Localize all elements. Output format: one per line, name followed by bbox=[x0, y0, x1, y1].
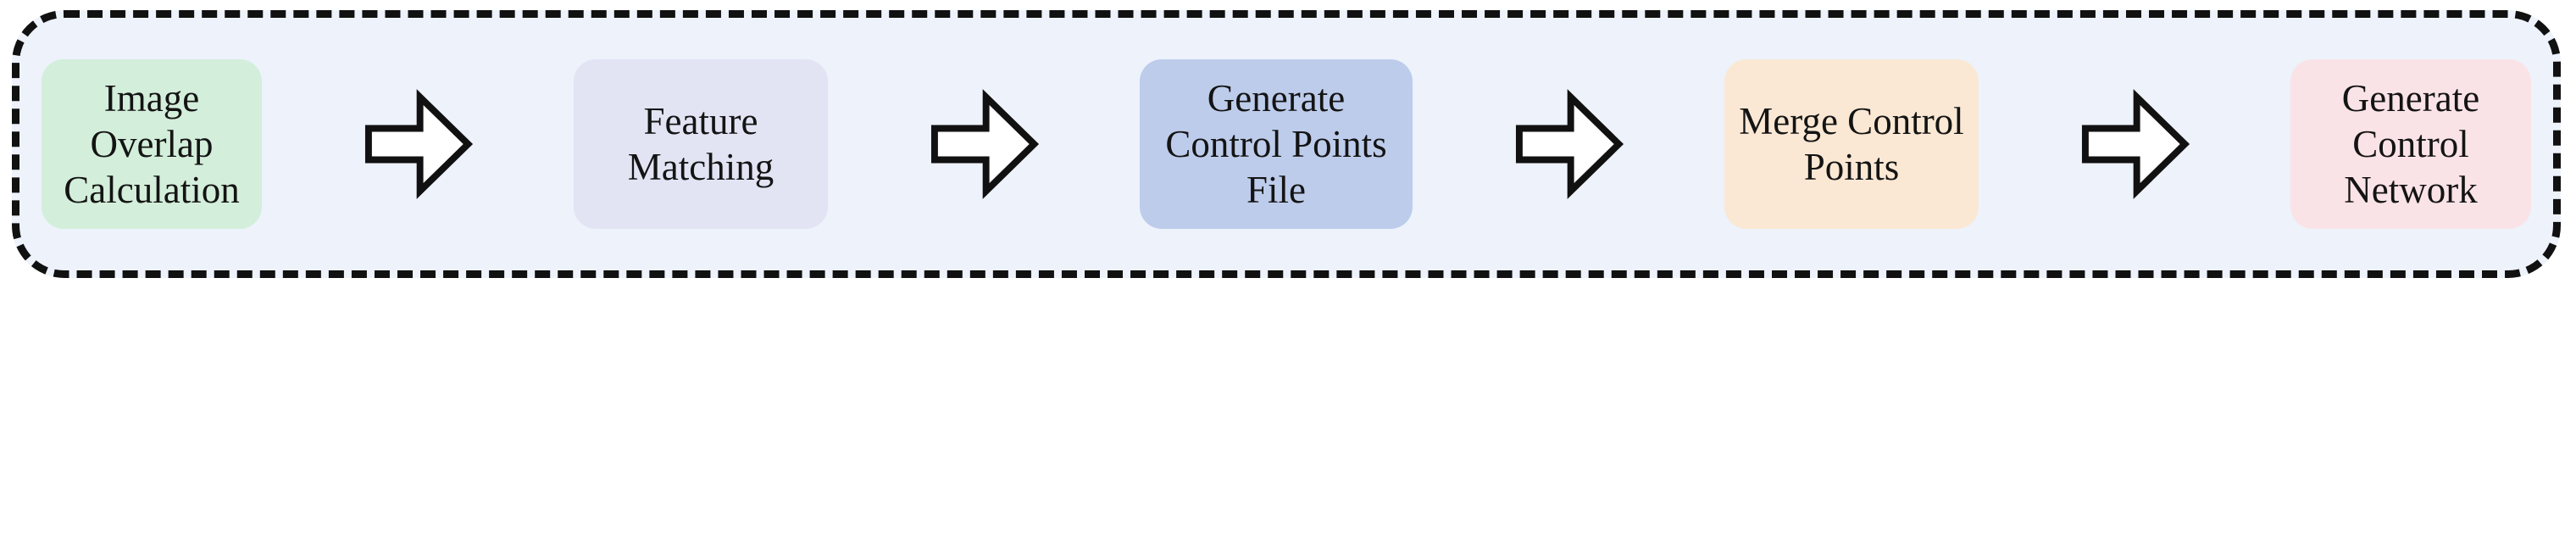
stage-box-merge-control-points[interactable]: Merge Control Points bbox=[1724, 59, 1979, 229]
arrow-connector-2 bbox=[920, 85, 1047, 203]
arrow-connector-4 bbox=[2071, 85, 2198, 203]
right-block-arrow-icon bbox=[2081, 89, 2190, 199]
pipeline-stage-row: Image Overlap Calculation Feature Matchi… bbox=[19, 18, 2553, 270]
arrow-connector-3 bbox=[1505, 85, 1632, 203]
stage-label-feature-matching: Feature Matching bbox=[627, 100, 774, 188]
stage-label-image-overlap-calculation: Image Overlap Calculation bbox=[64, 77, 240, 211]
stage-box-image-overlap-calculation[interactable]: Image Overlap Calculation bbox=[42, 59, 262, 229]
stage-label-generate-control-network: Generate Control Network bbox=[2341, 77, 2480, 211]
arrow-connector-1 bbox=[354, 85, 481, 203]
stage-label-generate-control-points-file: Generate Control Points File bbox=[1165, 77, 1387, 211]
stage-box-generate-control-points-file[interactable]: Generate Control Points File bbox=[1140, 59, 1413, 229]
pipeline-dashed-container: Image Overlap Calculation Feature Matchi… bbox=[12, 10, 2561, 278]
stage-box-feature-matching[interactable]: Feature Matching bbox=[574, 59, 828, 229]
right-block-arrow-icon bbox=[364, 89, 474, 199]
stage-label-merge-control-points: Merge Control Points bbox=[1739, 100, 1964, 188]
right-block-arrow-icon bbox=[1515, 89, 1624, 199]
stage-box-generate-control-network[interactable]: Generate Control Network bbox=[2290, 59, 2531, 229]
right-block-arrow-icon bbox=[930, 89, 1040, 199]
